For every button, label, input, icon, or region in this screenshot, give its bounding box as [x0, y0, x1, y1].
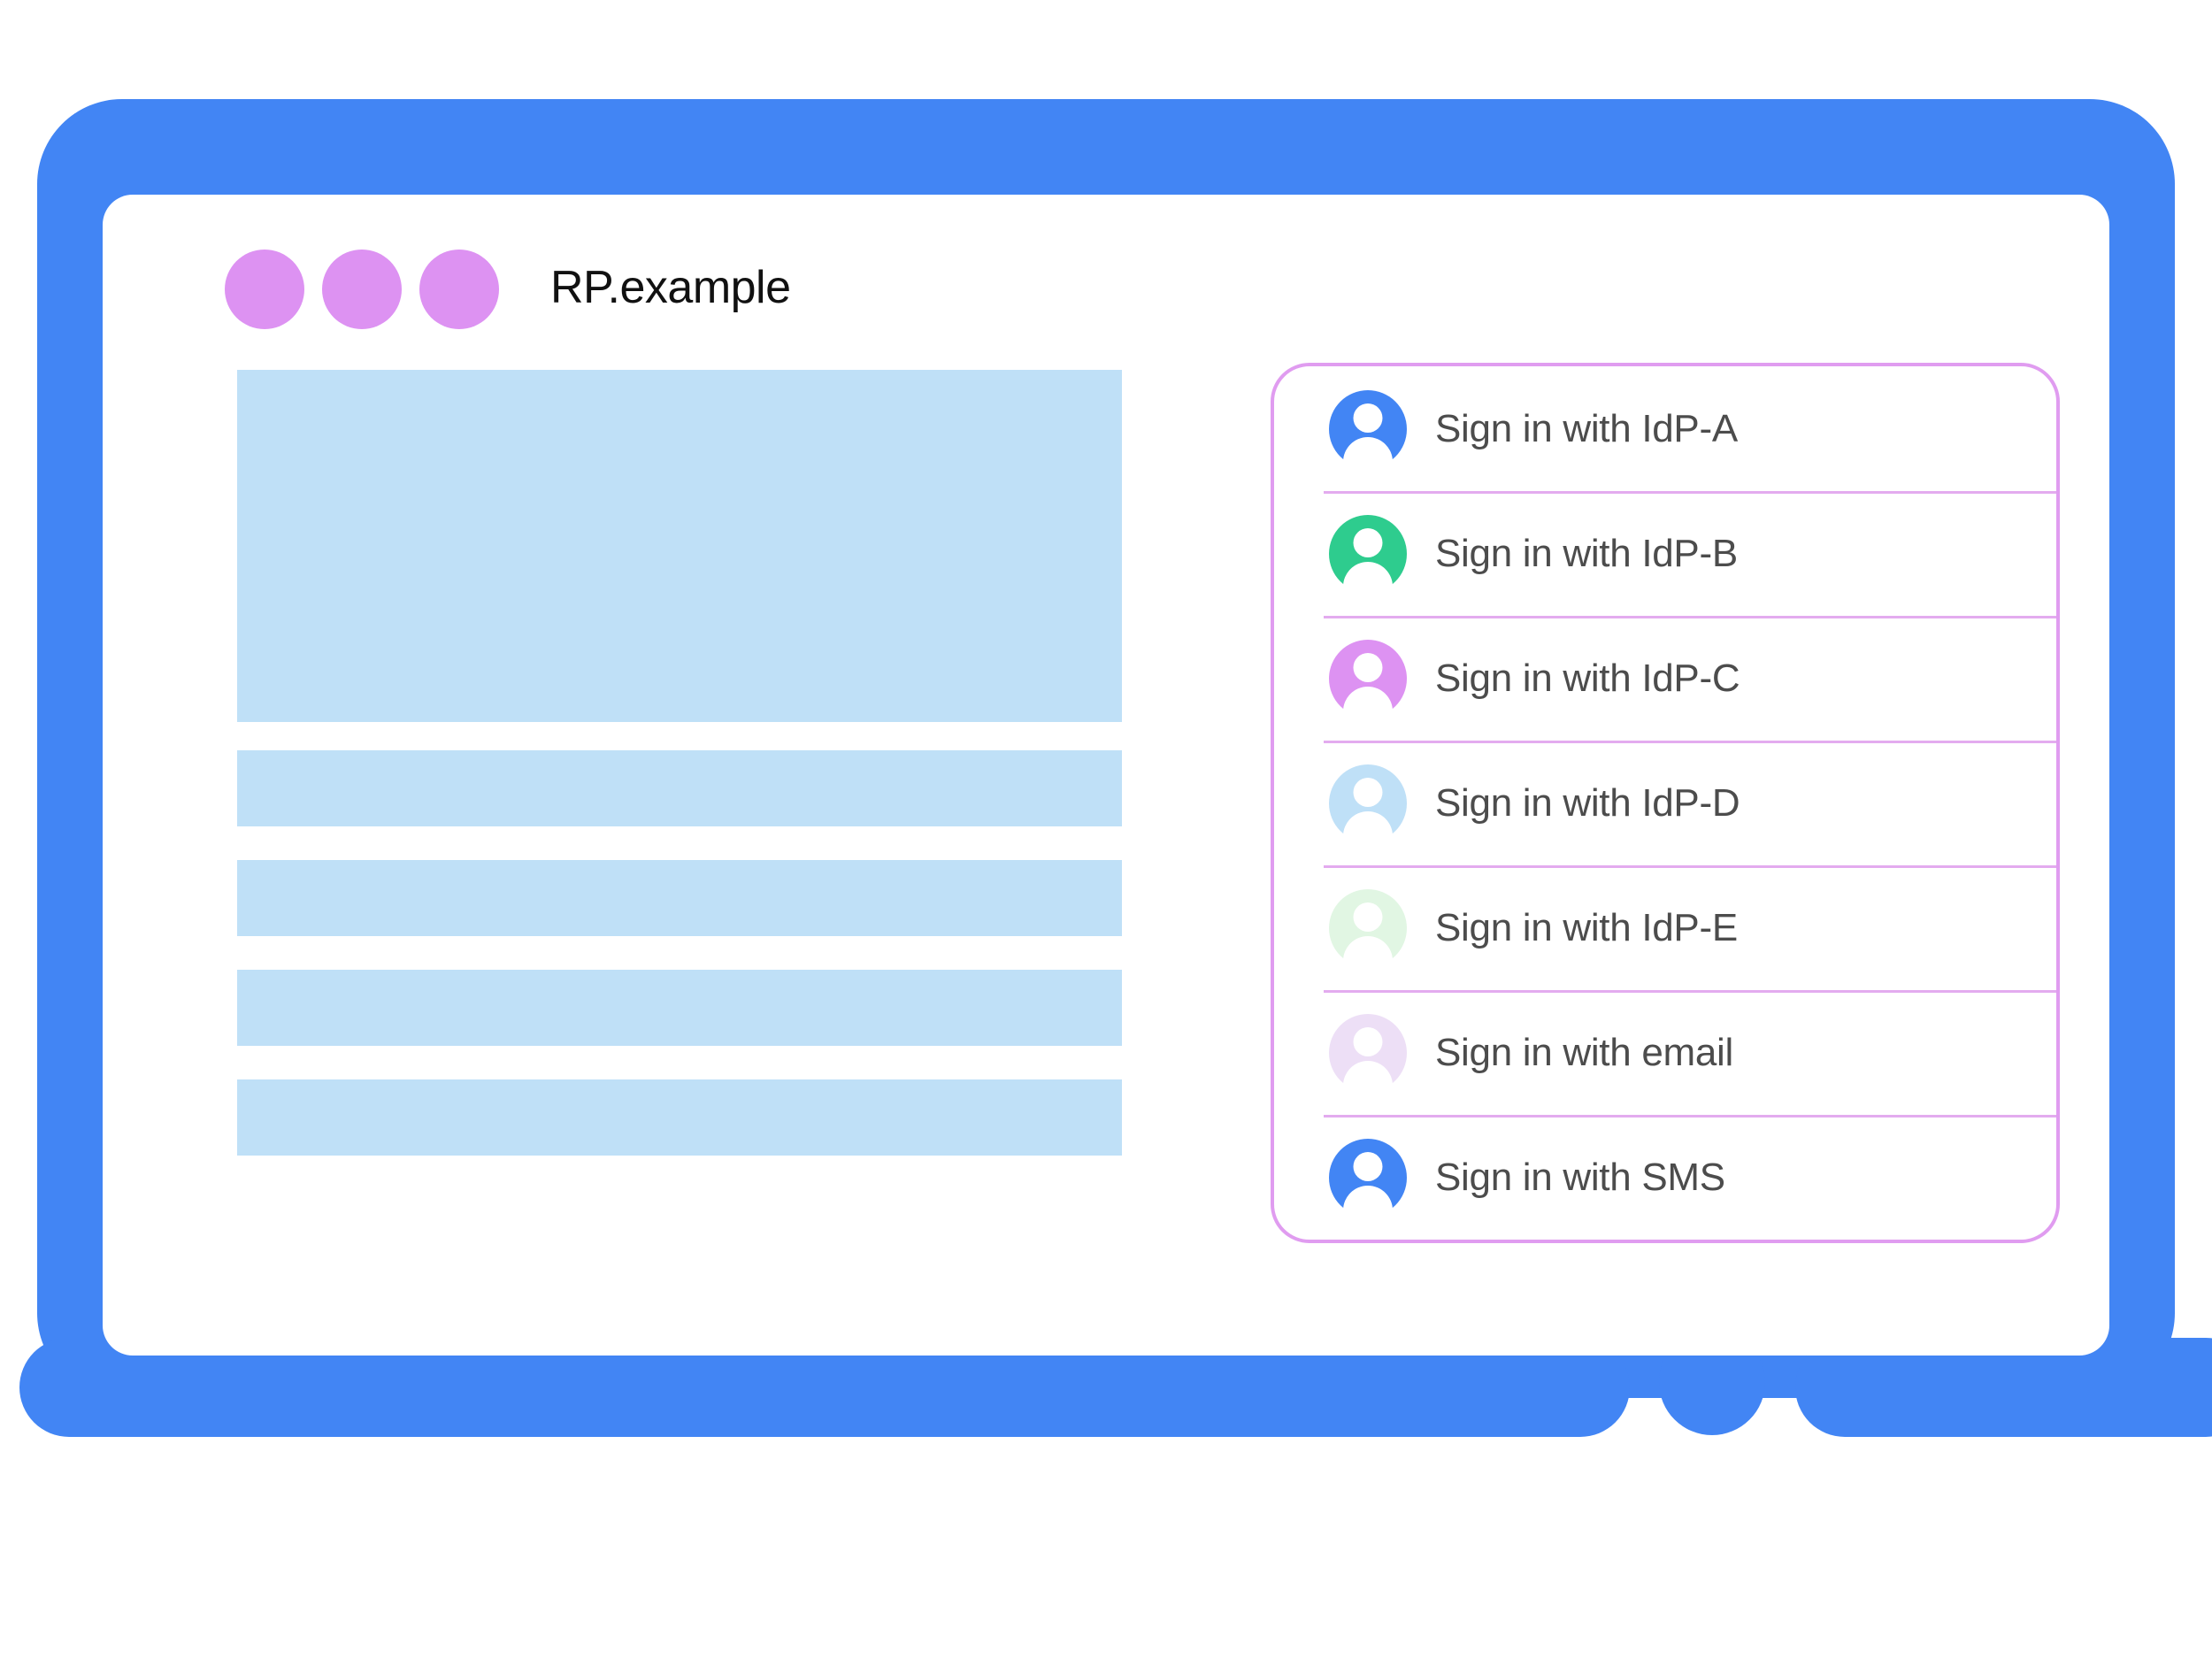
account-avatar-icon — [1329, 514, 1407, 611]
page-title: RP.example — [550, 262, 791, 313]
device-frame: RP.example Sign in with IdP-A Sign in wi… — [19, 99, 2212, 1437]
account-row[interactable]: Sign in with email — [1274, 990, 2056, 1115]
account-label: Sign in with IdP-E — [1435, 905, 1738, 949]
window-dot-2-icon[interactable] — [322, 250, 402, 329]
device-screen: RP.example Sign in with IdP-A Sign in wi… — [103, 195, 2109, 1356]
account-label: Sign in with IdP-C — [1435, 656, 1740, 700]
account-label: Sign in with email — [1435, 1030, 1733, 1074]
account-row[interactable]: Sign in with IdP-E — [1274, 865, 2056, 990]
account-avatar-icon — [1329, 764, 1407, 861]
account-label: Sign in with IdP-A — [1435, 406, 1738, 450]
account-avatar-icon — [1329, 1013, 1407, 1110]
account-chooser-dialog: Sign in with IdP-A Sign in with IdP-B Si… — [1271, 363, 2060, 1243]
account-avatar-icon — [1329, 1138, 1407, 1235]
text-bar-1 — [237, 750, 1122, 826]
account-row[interactable]: Sign in with IdP-D — [1274, 741, 2056, 865]
account-row[interactable]: Sign in with IdP-C — [1274, 616, 2056, 741]
page-content-placeholders — [237, 370, 1122, 1189]
browser-title-bar: RP.example — [103, 195, 2109, 377]
account-avatar-icon — [1329, 639, 1407, 736]
account-row[interactable]: Sign in with IdP-A — [1274, 366, 2056, 491]
text-bar-4 — [237, 1079, 1122, 1156]
account-row[interactable]: Sign in with SMS — [1274, 1115, 2056, 1240]
account-avatar-icon — [1329, 389, 1407, 487]
text-bar-2 — [237, 860, 1122, 936]
account-label: Sign in with IdP-B — [1435, 531, 1738, 575]
window-dot-1-icon[interactable] — [225, 250, 304, 329]
window-dot-3-icon[interactable] — [419, 250, 499, 329]
text-bar-3 — [237, 970, 1122, 1046]
account-label: Sign in with SMS — [1435, 1155, 1725, 1199]
account-row[interactable]: Sign in with IdP-B — [1274, 491, 2056, 616]
hero-block — [237, 370, 1122, 722]
account-label: Sign in with IdP-D — [1435, 780, 1740, 825]
account-avatar-icon — [1329, 888, 1407, 986]
